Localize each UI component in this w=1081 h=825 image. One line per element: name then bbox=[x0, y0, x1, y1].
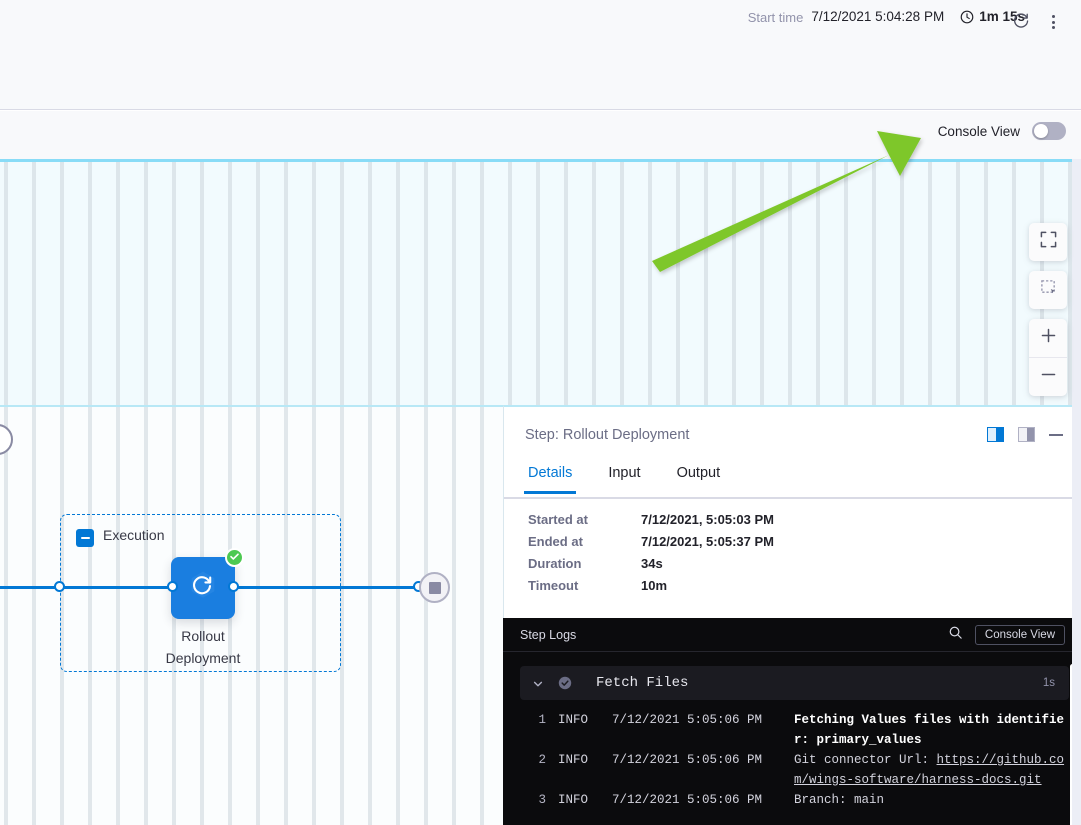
console-view-toggle-group[interactable]: Console View bbox=[938, 122, 1066, 140]
log-section-name: Fetch Files bbox=[596, 675, 689, 691]
log-message: Branch: main bbox=[794, 793, 885, 807]
log-level: INFO bbox=[558, 793, 589, 807]
log-message-text: Git connector Url: bbox=[794, 753, 937, 767]
log-timestamp: 7/12/2021 5:05:06 PM bbox=[612, 713, 763, 727]
duration-group: 1m 15s bbox=[960, 10, 1025, 24]
detail-key: Timeout bbox=[528, 578, 579, 593]
console-title: Step Logs bbox=[520, 627, 577, 642]
log-section-duration: 1s bbox=[1042, 677, 1055, 689]
detail-key: Started at bbox=[528, 512, 588, 527]
pipeline-canvas-upper[interactable] bbox=[0, 159, 1081, 405]
tab-input[interactable]: Input bbox=[608, 465, 641, 481]
console-view-switch[interactable] bbox=[1032, 122, 1066, 140]
pipeline-canvas-lower[interactable] bbox=[0, 405, 503, 825]
detail-key: Duration bbox=[528, 556, 582, 571]
step-details-tabs: Details Input Output bbox=[504, 462, 1081, 499]
log-line-number: 1 bbox=[538, 713, 546, 727]
step-logs-console: Step Logs Console View bbox=[503, 618, 1081, 825]
execution-meta: Start time 7/12/2021 5:04:28 PM 1m 15s bbox=[748, 10, 1025, 24]
connector-port-node-out[interactable] bbox=[228, 581, 239, 592]
log-level: INFO bbox=[558, 713, 589, 727]
tab-details[interactable]: Details bbox=[523, 462, 577, 494]
start-time-label: Start time bbox=[747, 9, 804, 25]
search-icon[interactable] bbox=[948, 625, 963, 645]
detail-value: 7/12/2021, 5:05:37 PM bbox=[641, 534, 774, 549]
step-details-body: Started at 7/12/2021, 5:05:03 PM Ended a… bbox=[504, 512, 1081, 600]
console-actions: Console View bbox=[948, 624, 1065, 645]
kebab-menu-icon bbox=[1051, 15, 1055, 29]
console-view-button[interactable]: Console View bbox=[974, 624, 1065, 645]
expand-icon bbox=[1040, 231, 1057, 253]
log-line: 2 INFO 7/12/2021 5:05:06 PM Git connecto… bbox=[520, 750, 1067, 790]
check-circle-icon bbox=[229, 549, 240, 567]
switch-knob bbox=[1034, 124, 1048, 138]
connector-port-node-in[interactable] bbox=[167, 581, 178, 592]
log-timestamp: 7/12/2021 5:05:06 PM bbox=[612, 753, 763, 767]
panel-right-layout-icon[interactable] bbox=[987, 427, 1004, 442]
detail-row: Timeout 10m bbox=[528, 578, 1081, 593]
log-line-number: 2 bbox=[538, 753, 546, 767]
header-actions bbox=[1007, 8, 1067, 36]
plus-icon bbox=[1040, 327, 1057, 349]
log-section-fetch-files[interactable]: Fetch Files 1s bbox=[520, 666, 1069, 700]
detail-value: 7/12/2021, 5:05:03 PM bbox=[641, 512, 774, 527]
more-options-button[interactable] bbox=[1039, 8, 1067, 36]
log-message: Fetching Values files with identifier: p… bbox=[794, 713, 1065, 747]
status-badge bbox=[225, 548, 244, 567]
console-topbar: Step Logs Console View bbox=[503, 618, 1081, 652]
detail-row: Started at 7/12/2021, 5:05:03 PM bbox=[528, 512, 1081, 527]
console-view-toolbar: Console View bbox=[0, 111, 1081, 159]
console-view-label: Console View bbox=[937, 123, 1020, 139]
minimize-icon[interactable] bbox=[1049, 433, 1063, 436]
canvas-controls bbox=[1029, 223, 1067, 396]
log-level: INFO bbox=[558, 753, 589, 767]
clock-icon bbox=[960, 10, 974, 24]
minus-icon bbox=[1040, 366, 1057, 388]
minus-icon bbox=[80, 537, 90, 539]
log-line: 1 INFO 7/12/2021 5:05:06 PM Fetching Val… bbox=[520, 710, 1067, 750]
log-line: 3 INFO 7/12/2021 5:05:06 PM Branch: main bbox=[520, 790, 1067, 810]
step-details-panel: Step: Rollout Deployment Details Input O… bbox=[503, 405, 1081, 618]
execution-collapse-button[interactable] bbox=[76, 529, 94, 547]
detail-row: Ended at 7/12/2021, 5:05:37 PM bbox=[528, 534, 1081, 549]
step-details-header: Step: Rollout Deployment bbox=[504, 407, 1081, 462]
detail-value: 10m bbox=[641, 578, 668, 593]
dashed-selection-icon bbox=[1040, 279, 1057, 301]
detail-row: Duration 34s bbox=[528, 556, 1081, 571]
page-scrollbar[interactable] bbox=[1072, 159, 1081, 825]
log-timestamp: 7/12/2021 5:05:06 PM bbox=[612, 793, 763, 807]
log-line-number: 3 bbox=[538, 793, 546, 807]
stop-square-icon bbox=[428, 581, 441, 594]
end-node[interactable] bbox=[419, 572, 450, 603]
connector-port-left[interactable] bbox=[54, 581, 65, 592]
zoom-controls bbox=[1029, 319, 1067, 396]
detail-value: 34s bbox=[641, 556, 663, 571]
start-time-value: 7/12/2021 5:04:28 PM bbox=[811, 9, 945, 25]
log-lines[interactable]: 1 INFO 7/12/2021 5:05:06 PM Fetching Val… bbox=[520, 710, 1067, 825]
log-message: Git connector Url: https://github.com/wi… bbox=[794, 750, 1067, 790]
check-circle-icon bbox=[558, 676, 572, 690]
detail-key: Ended at bbox=[528, 534, 583, 549]
panel-bottom-layout-icon[interactable] bbox=[1018, 427, 1035, 442]
canvas-grid-lower bbox=[0, 407, 503, 825]
fit-to-screen-button[interactable] bbox=[1029, 223, 1067, 261]
step-node-rollout-deployment[interactable] bbox=[171, 548, 244, 619]
log-message-link[interactable]: https://github.com/wings-software/harnes… bbox=[794, 753, 1065, 787]
tab-output[interactable]: Output bbox=[676, 465, 721, 481]
step-details-header-actions bbox=[987, 427, 1063, 442]
top-header: Start time 7/12/2021 5:04:28 PM 1m 15s bbox=[0, 0, 1081, 110]
canvas-grid bbox=[0, 162, 1081, 405]
zoom-out-button[interactable] bbox=[1029, 357, 1067, 396]
refresh-button[interactable] bbox=[1007, 8, 1035, 36]
refresh-icon bbox=[1012, 12, 1030, 33]
zoom-in-button[interactable] bbox=[1029, 319, 1067, 357]
select-area-button[interactable] bbox=[1029, 271, 1067, 309]
step-details-title: Step: Rollout Deployment bbox=[525, 427, 690, 443]
rollout-deployment-icon bbox=[183, 567, 223, 610]
execution-group[interactable] bbox=[60, 514, 341, 672]
duration-value: 1m 15s bbox=[979, 9, 1025, 25]
chevron-down-icon[interactable] bbox=[532, 677, 544, 689]
